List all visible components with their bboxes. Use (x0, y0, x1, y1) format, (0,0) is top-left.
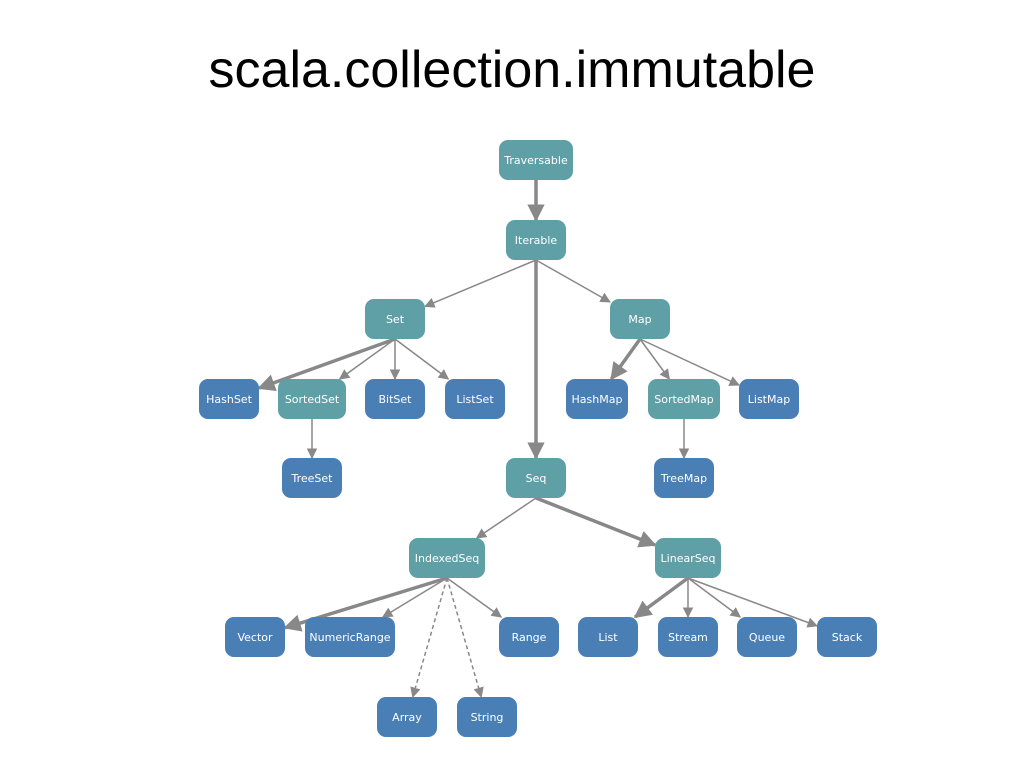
edge-map-to-hashmap (609, 337, 642, 381)
node-bitset: BitSet (365, 379, 425, 419)
node-box (737, 617, 797, 657)
node-box (278, 379, 346, 419)
node-label: TreeMap (660, 472, 707, 485)
node-queue: Queue (737, 617, 797, 657)
node-box (499, 140, 573, 180)
node-box (365, 299, 425, 339)
edge-set-to-sortedset (338, 338, 396, 380)
node-label: HashMap (572, 393, 623, 406)
node-box (445, 379, 505, 419)
node-numericrange: NumericRange (305, 617, 395, 657)
node-listmap: ListMap (739, 379, 799, 419)
node-box (409, 538, 485, 578)
edge-map-to-listmap (639, 338, 740, 386)
node-label: BitSet (379, 393, 413, 406)
node-box (817, 617, 877, 657)
node-array: Array (377, 697, 437, 737)
node-label: IndexedSeq (415, 552, 479, 565)
node-box (199, 379, 259, 419)
node-listset: ListSet (445, 379, 505, 419)
node-label: Vector (237, 631, 273, 644)
node-box (305, 617, 395, 657)
node-treemap: TreeMap (654, 458, 714, 498)
edge-set-to-hashset (257, 337, 396, 392)
node-box (654, 458, 714, 498)
node-label: ListSet (456, 393, 494, 406)
node-seq: Seq (506, 458, 566, 498)
node-hashset: HashSet (199, 379, 259, 419)
node-label: List (598, 631, 618, 644)
node-range: Range (499, 617, 559, 657)
edge-indexedseq-to-range (446, 577, 503, 618)
node-label: HashSet (206, 393, 252, 406)
node-label: SortedMap (654, 393, 714, 406)
node-treeset: TreeSet (282, 458, 342, 498)
edge-linearseq-to-queue (687, 577, 742, 618)
node-label: Set (386, 313, 405, 326)
node-label: LinearSeq (661, 552, 716, 565)
node-map: Map (610, 299, 670, 339)
node-list: List (578, 617, 638, 657)
node-box (225, 617, 285, 657)
edge-indexedseq-to-numericrange (381, 577, 448, 618)
node-label: Seq (526, 472, 547, 485)
node-label: Stream (668, 631, 708, 644)
node-stream: Stream (658, 617, 718, 657)
node-box (578, 617, 638, 657)
node-label: Iterable (515, 234, 558, 247)
node-label: ListMap (748, 393, 790, 406)
node-label: Stack (832, 631, 863, 644)
node-box (655, 538, 721, 578)
node-stack: Stack (817, 617, 877, 657)
node-label: Array (392, 711, 422, 724)
edge-iterable-to-map (535, 259, 611, 303)
node-box (457, 697, 517, 737)
edge-map-to-sortedmap (639, 338, 670, 380)
node-box (377, 697, 437, 737)
node-label: Traversable (503, 154, 568, 167)
node-sortedmap: SortedMap (648, 379, 720, 419)
node-iterable: Iterable (506, 220, 566, 260)
node-box (282, 458, 342, 498)
edge-iterable-to-set (424, 259, 537, 308)
slide-title: scala.collection.immutable (208, 41, 816, 99)
node-label: TreeSet (291, 472, 334, 485)
node-string: String (457, 697, 517, 737)
node-box (658, 617, 718, 657)
node-indexedseq: IndexedSeq (409, 538, 485, 578)
node-label: SortedSet (285, 393, 340, 406)
node-set: Set (365, 299, 425, 339)
node-label: Queue (749, 631, 785, 644)
node-box (506, 220, 566, 260)
node-box (506, 458, 566, 498)
node-label: Map (628, 313, 651, 326)
node-label: Range (512, 631, 547, 644)
node-linearseq: LinearSeq (655, 538, 721, 578)
edge-set-to-listset (394, 338, 450, 380)
node-label: String (471, 711, 504, 724)
node-box (610, 299, 670, 339)
edge-seq-to-indexedseq (475, 497, 537, 539)
node-box (365, 379, 425, 419)
node-box (739, 379, 799, 419)
edge-linearseq-to-list (633, 576, 690, 619)
node-sortedset: SortedSet (278, 379, 346, 419)
node-traversable: Traversable (499, 140, 573, 180)
edge-indexedseq-to-string (446, 577, 484, 699)
node-vector: Vector (225, 617, 285, 657)
node-label: NumericRange (309, 631, 390, 644)
node-box (566, 379, 628, 419)
node-box (648, 379, 720, 419)
edge-seq-to-linearseq (535, 496, 657, 548)
node-hashmap: HashMap (566, 379, 628, 419)
edge-linearseq-to-stack (687, 577, 818, 628)
node-box (499, 617, 559, 657)
